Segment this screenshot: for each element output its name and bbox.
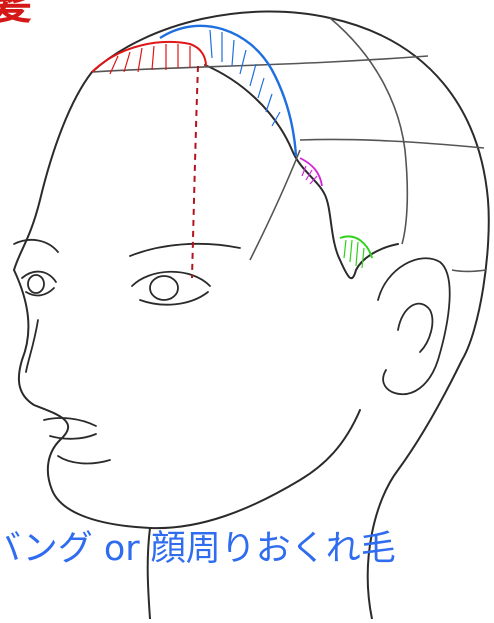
eye-right-upper xyxy=(131,270,211,287)
side-blue-hatching xyxy=(209,29,281,127)
bang-section-red xyxy=(91,41,207,279)
sideburn-green-hatching xyxy=(343,239,365,269)
guide-back-horizontal xyxy=(299,138,485,149)
sideburn-green-arc xyxy=(339,235,373,259)
face-profile xyxy=(13,269,361,530)
eye-left-upper xyxy=(21,270,57,283)
face-features xyxy=(13,238,241,465)
guide-crown-horizontal xyxy=(91,55,429,73)
temple-section-magenta xyxy=(299,157,323,187)
hairline-contour xyxy=(204,64,399,280)
side-section-blue xyxy=(159,24,298,157)
eye-left-lower xyxy=(25,287,55,297)
neck-front xyxy=(146,527,151,620)
caption-text: バング or 顔周りおくれ毛 xyxy=(0,529,396,569)
brow-right xyxy=(129,242,241,257)
sideburn-section-green xyxy=(339,235,373,269)
nose-bridge xyxy=(25,319,39,373)
guide-skull-side xyxy=(249,149,301,261)
iris-left xyxy=(27,274,45,294)
mouth-lower xyxy=(49,433,97,440)
bang-red-hatching xyxy=(109,44,191,75)
block-guides xyxy=(91,17,487,273)
ear-inner xyxy=(397,302,434,353)
mouth-upper xyxy=(43,417,97,427)
chin-line xyxy=(57,455,111,465)
skull-contour xyxy=(91,10,490,620)
corner-title-fragment: 髪 xyxy=(0,0,32,29)
bang-red-arc xyxy=(91,41,207,73)
brow-left xyxy=(13,238,59,253)
guide-nape-horizontal xyxy=(451,269,487,273)
ear xyxy=(377,257,451,395)
side-blue-arc xyxy=(159,24,298,157)
iris-right xyxy=(149,275,179,301)
eye-right-lower xyxy=(139,291,209,306)
ear-outer xyxy=(377,257,451,395)
temple-magenta-hatching xyxy=(301,165,318,185)
forehead-contour xyxy=(13,71,93,271)
temple-magenta-arc xyxy=(299,157,323,187)
head-outline xyxy=(13,10,490,620)
guide-vertical-mid xyxy=(329,17,409,245)
parting-dashed-line xyxy=(191,65,199,279)
